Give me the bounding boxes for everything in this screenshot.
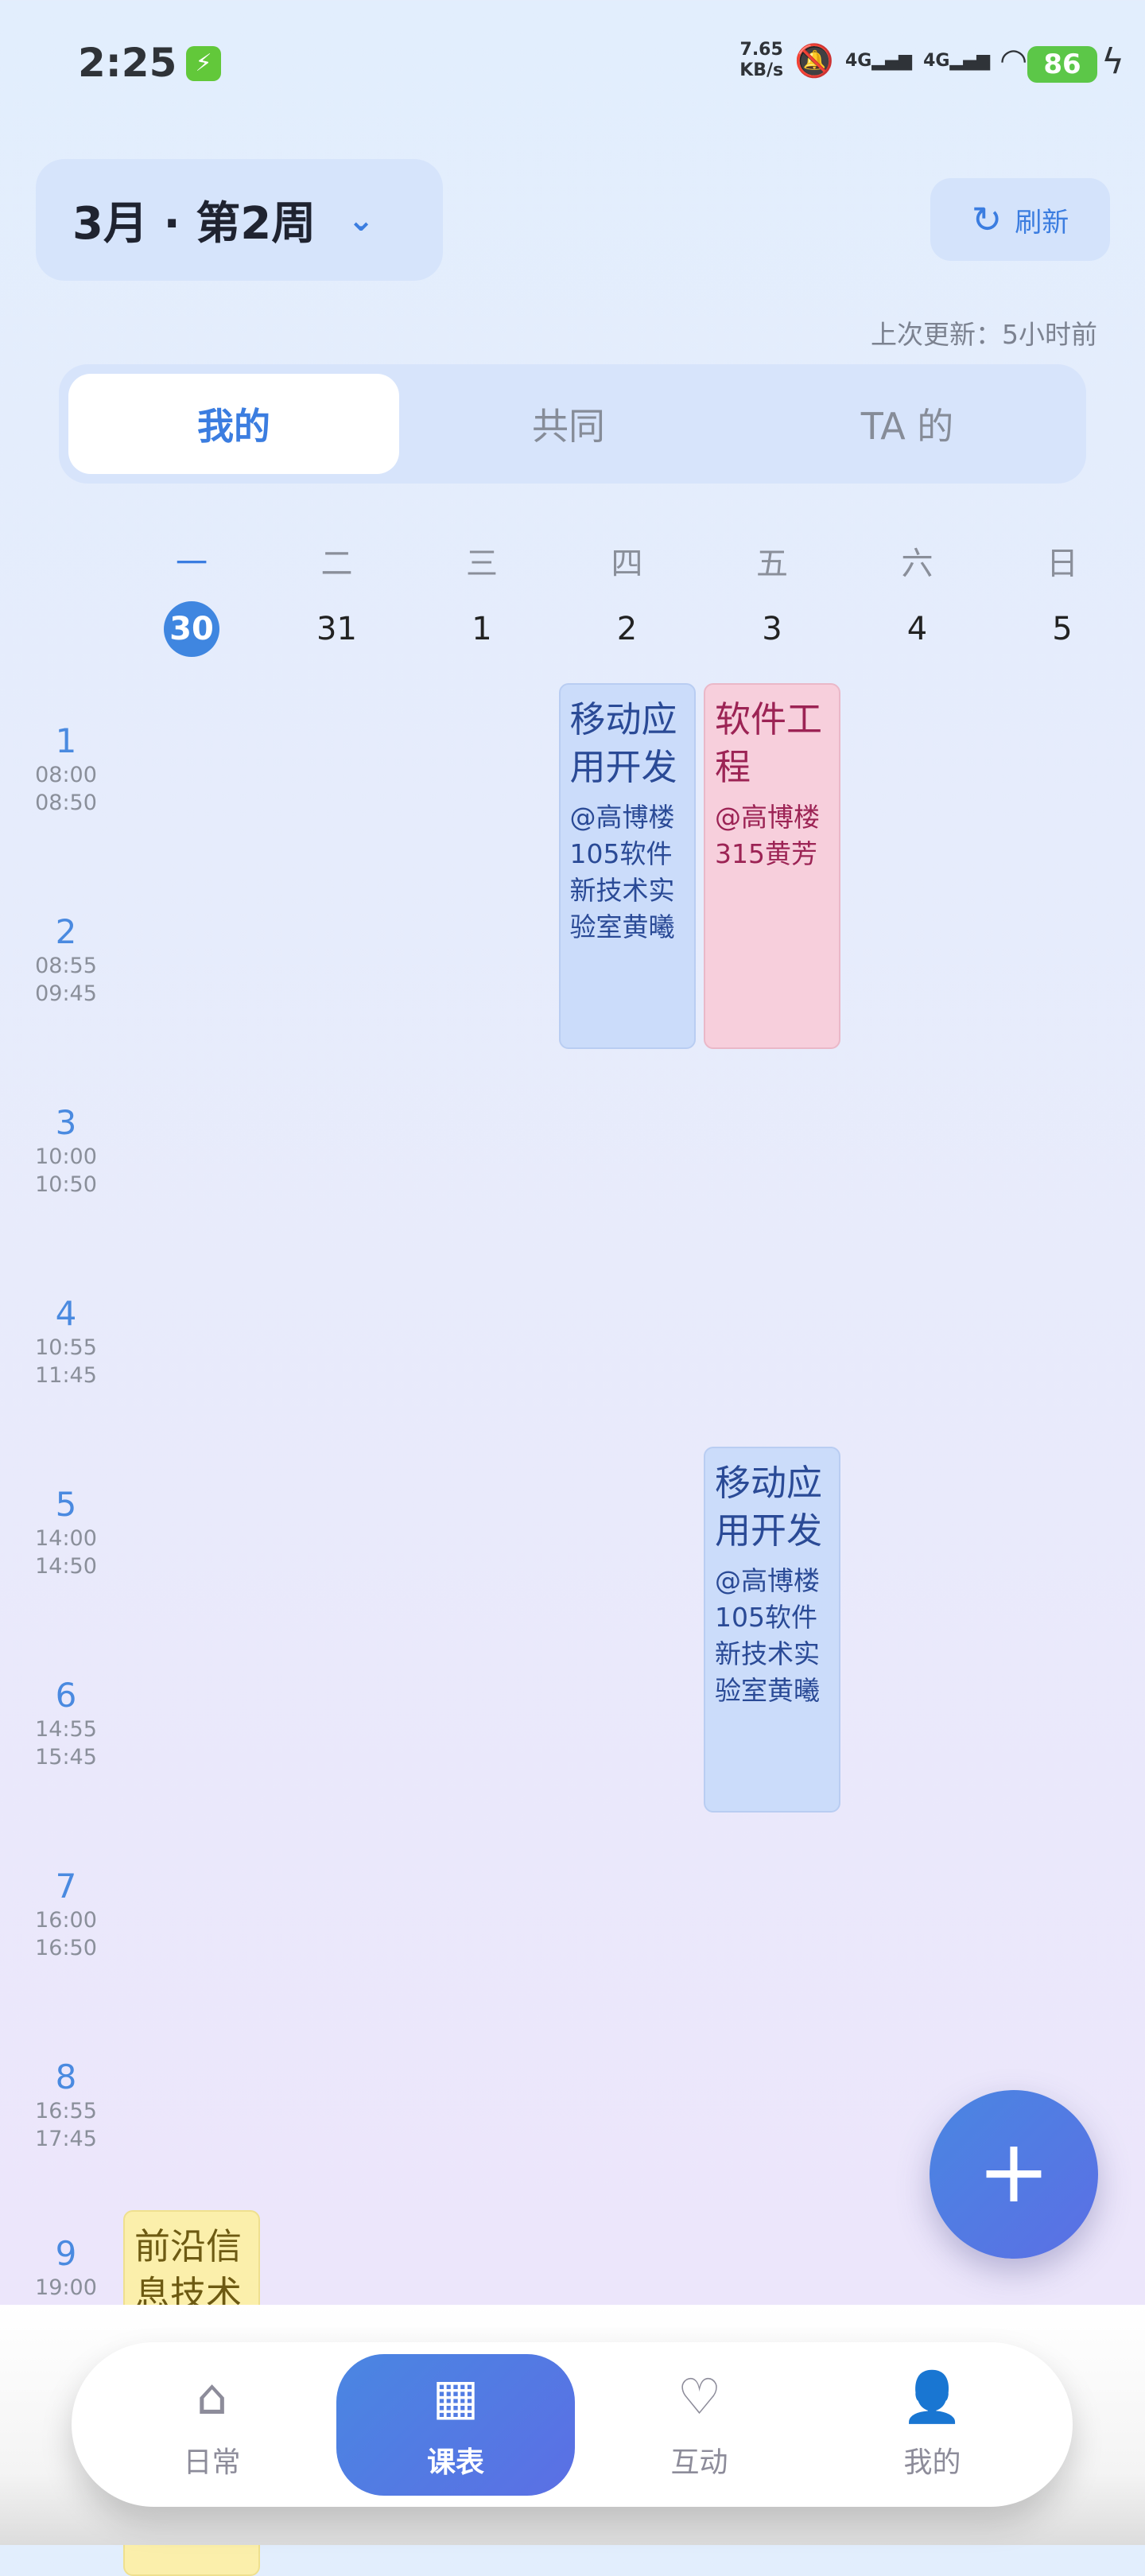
last-updated: 上次更新：5小时前: [871, 319, 1097, 350]
nav-daily[interactable]: ⌂日常: [183, 2367, 241, 2479]
view-tabs: 我的 共同 TA 的: [59, 364, 1086, 484]
calendar-icon: ▦: [432, 2367, 479, 2426]
charging-icon: ⚡: [186, 46, 221, 81]
date-cell[interactable]: 5: [1052, 611, 1073, 647]
weekday-header: 五: [756, 546, 788, 582]
weekday-header: 一: [176, 546, 208, 582]
nav-interact[interactable]: ♡互动: [670, 2367, 728, 2479]
weekday-header: 三: [466, 546, 498, 582]
weekday-header: 四: [611, 546, 643, 582]
wifi-icon: ◠: [1001, 42, 1026, 79]
weekday-header: 六: [901, 546, 933, 582]
tab-shared[interactable]: 共同: [532, 405, 605, 448]
week-selector[interactable]: 3月 · 第2周⌄: [36, 159, 443, 281]
weekday-header: 二: [320, 546, 353, 582]
date-cell[interactable]: 1: [472, 611, 492, 647]
plus-icon: +: [976, 2120, 1051, 2222]
clock: 2:25: [78, 40, 177, 86]
weekday-header: 日: [1046, 546, 1078, 582]
signal-icon: 4G▂▄▆: [844, 50, 913, 71]
tab-mine[interactable]: 我的: [68, 374, 399, 474]
date-cell[interactable]: 30: [119, 601, 264, 657]
course-block[interactable]: 软件工程@高博楼315黄芳: [704, 683, 840, 1049]
refresh-button[interactable]: ↻刷新: [930, 178, 1110, 261]
refresh-icon: ↻: [971, 198, 1003, 241]
battery-indicator: 86: [1027, 46, 1097, 83]
heart-icon: ♡: [677, 2367, 722, 2426]
bottom-nav: ⌂日常 ▦课表 ♡互动 👤我的: [72, 2342, 1073, 2507]
date-cell[interactable]: 4: [906, 611, 928, 647]
chevron-down-icon: ⌄: [347, 201, 375, 239]
course-block[interactable]: 移动应用开发@高博楼105软件新技术实验室黄曦: [558, 683, 696, 1049]
date-cell[interactable]: 2: [616, 611, 638, 647]
date-cell[interactable]: 31: [316, 611, 357, 647]
mute-icon: 🔕: [794, 42, 834, 80]
course-block[interactable]: 移动应用开发@高博楼105软件新技术实验室黄曦: [704, 1447, 840, 1813]
nav-schedule[interactable]: ▦课表: [336, 2353, 575, 2496]
signal-icon: 4G▂▄▆: [923, 50, 991, 71]
person-icon: 👤: [901, 2367, 964, 2426]
nav-profile[interactable]: 👤我的: [901, 2367, 964, 2479]
add-course-button[interactable]: +: [930, 2090, 1098, 2259]
charging-bolt-icon: ϟ: [1100, 41, 1124, 82]
date-cell[interactable]: 3: [762, 611, 782, 647]
tab-theirs[interactable]: TA 的: [860, 405, 954, 448]
home-icon: ⌂: [196, 2367, 228, 2426]
